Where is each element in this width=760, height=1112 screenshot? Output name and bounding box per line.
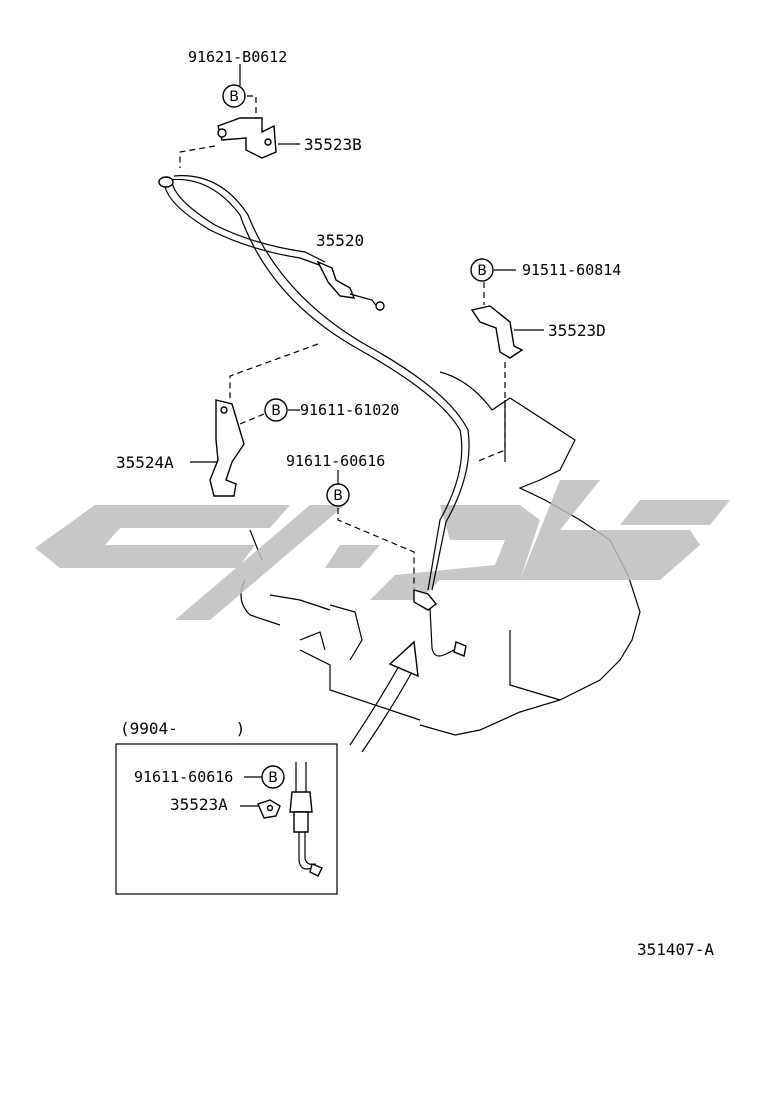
badge-b-right [470, 258, 494, 282]
badge-b-inset-letter: B [268, 770, 278, 786]
diagram-code: 351407-A [637, 940, 714, 959]
top-bracket-assembly: B [179, 64, 300, 168]
watermark-logo [35, 480, 730, 620]
detail-arrow [349, 640, 419, 753]
label-35523a: 35523A [170, 795, 228, 814]
bracket-35523b [217, 117, 277, 159]
badge-b-left [264, 398, 288, 422]
label-35523d: 35523D [548, 321, 606, 340]
label-91621-b0612: 91621-B0612 [188, 48, 287, 66]
badge-b-right-letter: B [477, 263, 487, 279]
transmission-outline [240, 371, 641, 736]
left-bracket-assembly: B [190, 343, 319, 497]
badge-b-top [222, 84, 246, 108]
bracket-35523d [470, 305, 524, 359]
right-bracket-assembly: B [470, 258, 544, 463]
label-35523b: 35523B [304, 135, 362, 154]
bracket-35524a [209, 399, 245, 497]
label-91511-60814: 91511-60814 [522, 261, 621, 279]
label-35520: 35520 [316, 231, 364, 250]
badge-b-center-letter: B [333, 488, 343, 504]
label-35524a: 35524A [116, 453, 174, 472]
label-91611-61020: 91611-61020 [300, 401, 399, 419]
label-91611-60616-inset: 91611-60616 [134, 768, 233, 786]
inset-detail-box: B [115, 743, 338, 895]
cable-35520 [158, 175, 470, 657]
badge-b-left-letter: B [271, 403, 281, 419]
center-bolt-assembly: B [326, 470, 415, 588]
badge-b-top-letter: B [229, 89, 239, 105]
label-inset-range: (9904- ) [120, 719, 245, 738]
label-91611-60616-center: 91611-60616 [286, 452, 385, 470]
badge-b-center [326, 483, 350, 507]
